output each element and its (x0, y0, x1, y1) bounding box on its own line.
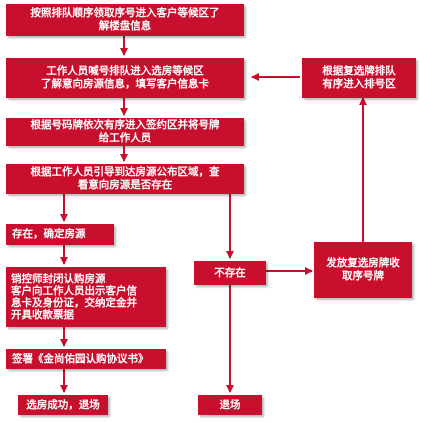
step-reissue-card: 发放复选房牌收 取序号牌 (314, 242, 412, 298)
step-check-listing: 根据工作人员引导到达房源公布区域，查 看意向房源是否存在 (6, 164, 244, 194)
step-sign-subscription: 销控师封闭认购房源 客户向工作人员出示客户信 息卡及身份证，交纳定金并 开具收款… (6, 267, 166, 327)
node-success-exit: 选房成功，退场 (18, 395, 108, 415)
node-not-exists: 不存在 (194, 261, 266, 285)
step-take-number: 按照排队顺序领取序号进入客户等候区了 解楼盘信息 (6, 4, 244, 36)
node-exists: 存在，确定房源 (6, 224, 114, 245)
step-sign-agreement: 签署《金尚佑园认购协议书》 (6, 349, 166, 369)
step-call-number: 工作人员喊号排队进入选房等候区 了解意向房源信息，填写客户信息卡 (6, 58, 244, 98)
step-requeue: 根据复选牌排队 有序进入排号区 (302, 58, 416, 98)
node-exit: 退场 (198, 395, 262, 415)
step-enter-signing-area: 根据号码牌依次有序进入签约区并将号牌 给工作人员 (6, 118, 244, 146)
